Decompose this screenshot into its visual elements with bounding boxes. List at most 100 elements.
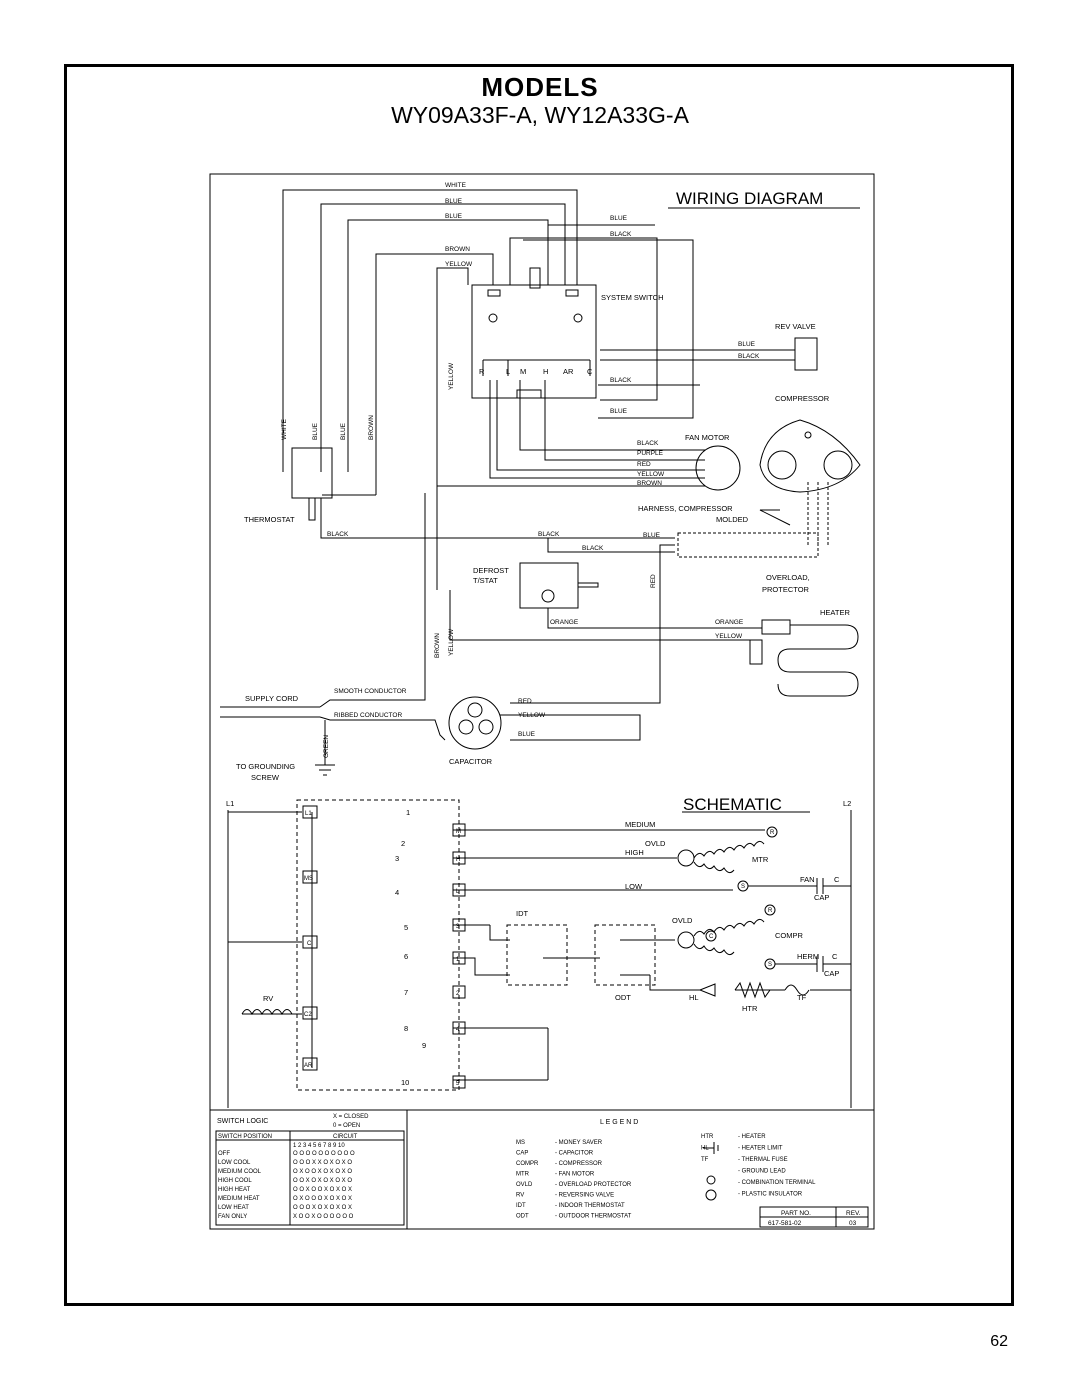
logic-row-pattern: O O O X X O X O X O: [293, 1160, 352, 1166]
legend-desc: - REVERSING VALVE: [555, 1193, 614, 1199]
label-orange: ORANGE: [550, 619, 579, 626]
contact-box-2: [452, 985, 466, 999]
logic-row-pattern: O O O O O O O O O O: [293, 1151, 355, 1157]
logic-row-pattern: O O O X O X O X O X: [293, 1205, 352, 1211]
circuit-numbers: 1 2 3 4 5 6 7 8 9 10: [293, 1143, 345, 1149]
label-purple-fan: PURPLE: [637, 450, 664, 457]
label-red-cap: RED: [518, 698, 532, 705]
herm-c-label: C: [832, 952, 838, 961]
harness-bundle: [677, 532, 819, 558]
contact-l: L: [456, 889, 460, 895]
defrost-label: DEFROST: [473, 566, 509, 575]
label-black-fan: BLACK: [637, 440, 659, 447]
black-wire-defrost: [547, 538, 645, 553]
heater-element: [777, 624, 859, 697]
compr-term-c: [705, 930, 717, 942]
thermal-fuse: [784, 984, 810, 996]
capacitor-label: CAPACITOR: [449, 757, 493, 766]
logic-row-position: LOW COOL: [218, 1160, 251, 1166]
switch-contact-3: [573, 313, 583, 323]
compr-label: COMPR: [775, 931, 804, 940]
ribbed-conductor: [319, 716, 446, 741]
label-yellow-htr: YELLOW: [715, 633, 743, 640]
cap-label-2: CAP: [824, 969, 839, 978]
contact-1: 1: [456, 957, 460, 963]
legend-desc: - THERMAL FUSE: [738, 1157, 788, 1163]
black-wire-thermostat: [320, 498, 675, 539]
compr-r-term: R: [768, 908, 773, 914]
contact-2: 2: [456, 991, 460, 997]
logic-row-position: LOW HEAT: [218, 1205, 249, 1211]
cap-label-1: CAP: [814, 893, 829, 902]
page-number: 62: [990, 1333, 1008, 1350]
logic-row-pattern: O X O O X O X O X O: [293, 1169, 352, 1175]
compr-c-term: C: [709, 934, 714, 940]
fan-brown-wire: [436, 485, 705, 590]
supply-cord-label: SUPPLY CORD: [245, 694, 299, 703]
label-white: WHITE: [445, 182, 467, 189]
white-wire: [282, 189, 578, 472]
contact-3: 3: [456, 924, 460, 930]
legend-desc: - COMPRESSOR: [555, 1161, 603, 1167]
switch-logic-table: [215, 1130, 405, 1226]
fan-label: FAN: [800, 875, 815, 884]
thermostat-body: [291, 447, 333, 499]
heater-run: [649, 975, 700, 991]
switch-term-l: L: [506, 367, 510, 376]
switch-box-c: [302, 935, 318, 949]
part-no-value: 617-581-02: [768, 1220, 802, 1227]
legend-desc: - FAN MOTOR: [555, 1172, 595, 1178]
capacitor-term-c: [467, 702, 483, 718]
label-yellow-fan: YELLOW: [637, 471, 665, 478]
mtr-label: MTR: [752, 855, 769, 864]
capacitor-term-herm: [478, 719, 494, 735]
blue-wire-2: [347, 219, 549, 472]
idt-label: IDT: [516, 909, 529, 918]
fan-r-term: R: [770, 830, 775, 836]
to-grounding-label: TO GROUNDING: [236, 762, 295, 771]
label-black-1: BLACK: [610, 231, 632, 238]
screw-label: SCREW: [251, 773, 280, 782]
contact-box-1: [452, 951, 466, 965]
legend-desc: - HEATER: [738, 1134, 766, 1140]
contact-box-m: [452, 823, 466, 837]
ovld-label-1: OVLD: [645, 839, 666, 848]
contact-box-l: [452, 883, 466, 897]
wiring-diagram-title: WIRING DIAGRAM: [676, 189, 823, 208]
rev-label: REV.: [846, 1210, 861, 1217]
compressor-terminal-dot: [804, 431, 812, 439]
contact-5: 5: [456, 1081, 460, 1087]
circuit-4: 4: [395, 888, 399, 897]
yellow-wire-top: [436, 267, 469, 590]
medium-label: MEDIUM: [625, 820, 655, 829]
circuit-header: CIRCUIT: [333, 1134, 358, 1140]
label-blue-v1: BLUE: [312, 422, 319, 440]
blue-wire-1: [320, 203, 566, 472]
fan-red-wire: [496, 380, 705, 471]
circuit-3: 3: [395, 854, 399, 863]
label-blue-cap: BLUE: [518, 731, 536, 738]
legend-abbr: MS: [516, 1140, 525, 1146]
legend-desc: - OVERLOAD PROTECTOR: [555, 1182, 632, 1188]
fan-winding-s: [693, 861, 735, 874]
fan-c-label: C: [834, 875, 840, 884]
smooth-conductor: [319, 493, 426, 708]
label-brown-fan: BROWN: [637, 480, 662, 487]
compressor-label: COMPRESSOR: [775, 394, 830, 403]
compr-winding-r: [693, 918, 765, 937]
combination-terminal-symbol: [706, 1175, 716, 1185]
defrost-sensor: [541, 589, 555, 603]
logic-row-position: HIGH HEAT: [218, 1187, 251, 1193]
fan-motor-symbol: [677, 849, 695, 867]
ribbed-conductor-label: RIBBED CONDUCTOR: [334, 712, 402, 719]
logic-row-position: FAN ONLY: [218, 1214, 247, 1220]
switch-term-r: R: [479, 367, 485, 376]
legend-desc: - PLASTIC INSULATOR: [738, 1192, 803, 1198]
switch-logic-title: SWITCH LOGIC: [217, 1118, 268, 1125]
switch-term-h: H: [543, 367, 548, 376]
smooth-conductor-label: SMOOTH CONDUCTOR: [334, 688, 407, 695]
defrost-probe: [577, 582, 599, 588]
legend-desc: - CAPACITOR: [555, 1151, 594, 1157]
contact-box-4: [452, 1021, 466, 1035]
